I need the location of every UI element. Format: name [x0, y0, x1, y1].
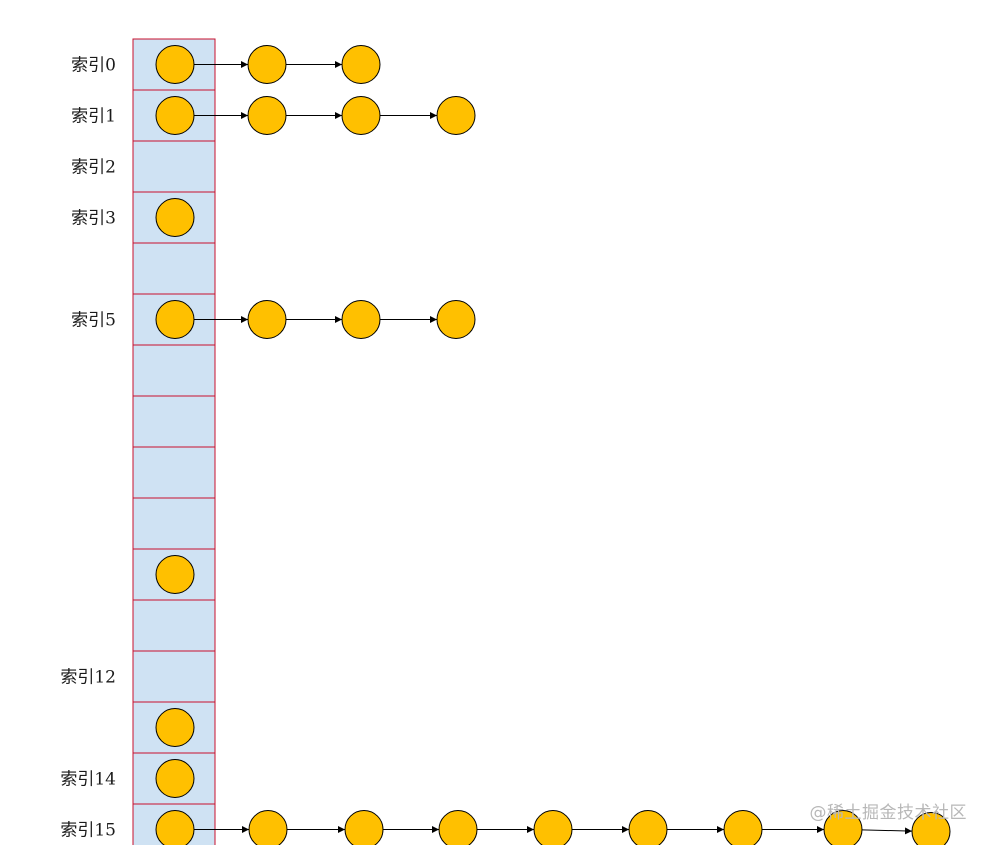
index-label-12: 索引12	[60, 668, 116, 688]
chain-node-15-8	[911, 812, 951, 845]
bucket-cell-12	[132, 650, 216, 703]
index-label-3: 索引3	[71, 209, 116, 229]
chain-node-13-0	[155, 708, 195, 747]
chain-node-15-5	[628, 810, 668, 845]
bucket-cell-7	[132, 395, 216, 448]
bucket-cell-8	[132, 446, 216, 499]
chain-node-1-0	[155, 96, 195, 135]
chain-node-14-0	[155, 759, 195, 798]
chain-node-10-0	[155, 555, 195, 594]
chain-node-0-2	[341, 45, 381, 84]
chain-node-15-7	[823, 810, 863, 845]
chain-node-15-1	[248, 810, 288, 845]
chain-node-1-1	[247, 96, 287, 135]
chain-node-5-3	[436, 300, 476, 339]
chain-node-0-1	[247, 45, 287, 84]
chain-node-15-2	[344, 810, 384, 845]
bucket-cell-11	[132, 599, 216, 652]
bucket-cell-9	[132, 497, 216, 550]
chain-node-3-0	[155, 198, 195, 237]
chain-node-5-1	[247, 300, 287, 339]
chain-nodes	[155, 45, 951, 845]
chain-node-5-2	[341, 300, 381, 339]
index-label-0: 索引0	[71, 56, 116, 76]
bucket-cell-4	[132, 242, 216, 295]
chain-node-15-3	[438, 810, 478, 845]
index-label-15: 索引15	[60, 821, 116, 841]
index-label-1: 索引1	[71, 107, 116, 127]
chain-node-15-0	[155, 810, 195, 845]
chain-arrow-15-7	[861, 827, 913, 835]
bucket-cell-2	[132, 140, 216, 193]
bucket-cell-6	[132, 344, 216, 397]
chain-links	[194, 61, 913, 835]
index-label-5: 索引5	[71, 311, 116, 331]
index-label-2: 索引2	[71, 158, 116, 178]
chain-node-1-3	[436, 96, 476, 135]
index-label-14: 索引14	[60, 770, 116, 790]
chain-node-5-0	[155, 300, 195, 339]
chain-node-1-2	[341, 96, 381, 135]
watermark-text: @稀土掘金技术社区	[809, 803, 967, 823]
chain-node-0-0	[155, 45, 195, 84]
chain-node-15-6	[723, 810, 763, 845]
index-labels: 索引0 索引1 索引2 索引3 索引5 索引12 索引14 索引15	[60, 56, 116, 841]
chain-node-15-4	[533, 810, 573, 845]
